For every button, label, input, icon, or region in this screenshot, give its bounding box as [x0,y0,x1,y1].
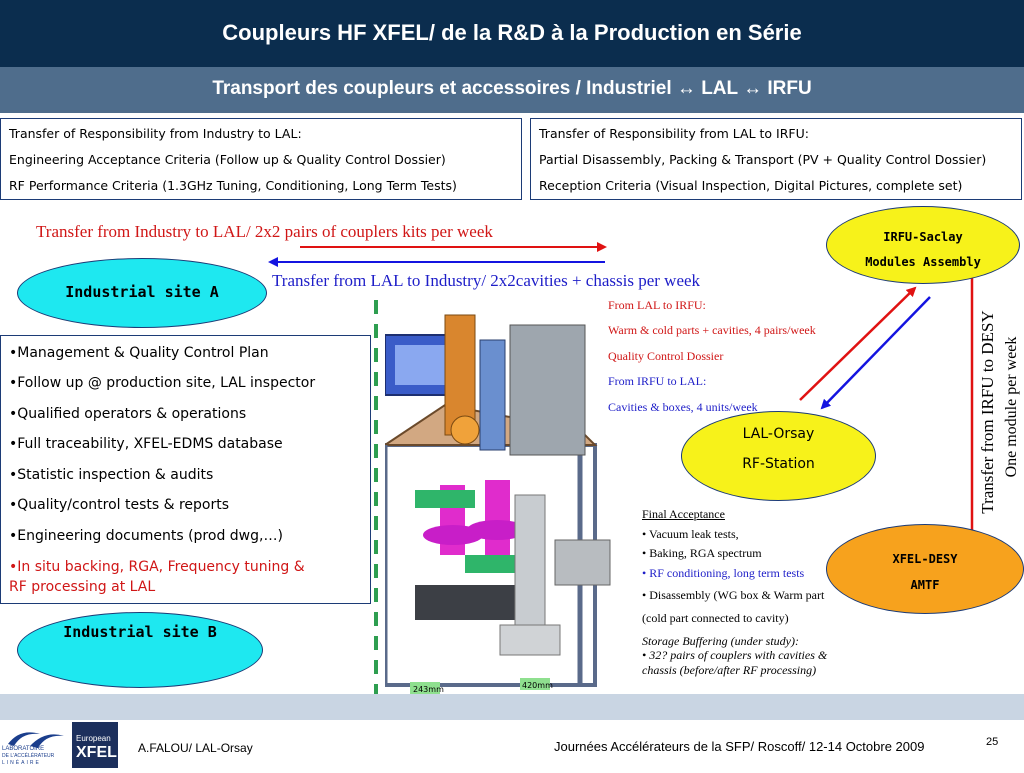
footer-bar [0,694,1024,720]
list-item: RF processing at LAL [9,579,156,595]
xfel-desy-node: XFEL-DESY AMTF [826,524,1024,614]
lal-logo-text: LABORATOIRE [2,746,45,752]
industry-to-lal-box: Transfer of Responsibility from Industry… [0,118,522,200]
industrial-site-b: Industrial site B [17,612,263,688]
acceptance-item: (cold part connected to cavity) [642,611,789,625]
lal-logo-text: DE L'ACCÉLÉRATEUR [2,753,55,759]
box-line: Engineering Acceptance Criteria (Follow … [9,152,446,167]
irfu-label-1: IRFU-Saclay [883,230,963,244]
note-line: Cavities & boxes, 4 units/week [608,400,758,414]
lal-label-1: LAL-Orsay [742,426,815,442]
xfel-label-1: XFEL-DESY [892,552,958,566]
box-line: Partial Disassembly, Packing & Transport… [539,152,987,167]
acceptance-item: • Vacuum leak tests, [642,527,739,541]
industrial-site-a: Industrial site A [17,258,267,328]
xfel-logo-text: XFEL [76,744,117,761]
irfu-to-desy-line-2: One module per week [1003,336,1020,478]
site-a-label: Industrial site A [65,283,219,301]
acceptance-item: • RF conditioning, long term tests [642,566,805,580]
arrow-irfu-to-lal [820,296,931,410]
note-line: From LAL to IRFU: [608,298,706,312]
lal-label-2: RF-Station [742,456,815,472]
list-item: •Quality/control tests & reports [9,497,230,513]
list-item: •Full traceability, XFEL-EDMS database [9,436,283,452]
management-list: •Management & Quality Control Plan •Foll… [0,335,371,604]
lal-orsay-node: LAL-Orsay RF-Station [681,411,876,501]
acceptance-item: • Disassembly (WG box & Warm part [642,588,825,602]
box-line: Transfer of Responsibility from LAL to I… [539,126,809,141]
lal-logo-mark [8,732,64,748]
dim-label-2: 420mm [522,681,553,690]
lal-to-industry-label: Transfer from LAL to Industry/ 2x2caviti… [272,271,701,290]
list-item: •Statistic inspection & audits [9,467,214,483]
list-item: •In situ backing, RGA, Frequency tuning … [9,559,305,575]
irfu-to-desy-line-1: Transfer from IRFU to DESY [978,310,997,514]
subtitle-bar: Transport des coupleurs et accessoires /… [0,67,1024,113]
acceptance-item: • Baking, RGA spectrum [642,546,762,560]
storage-line: chassis (before/after RF processing) [642,663,817,677]
dim-label-1: 243mm [413,685,444,694]
list-item: •Follow up @ production site, LAL inspec… [9,375,316,391]
note-line: Quality Control Dossier [608,349,724,363]
list-item: •Qualified operators & operations [9,406,247,422]
coupler-drawing: 243mm 420mm [385,314,611,694]
box-line: RF Performance Criteria (1.3GHz Tuning, … [9,178,457,193]
storage-line: • 32? pairs of couplers with cavities & [642,648,828,662]
lal-logo-text: LINÉAIRE [2,760,41,766]
list-item: •Engineering documents (prod dwg,…) [9,528,283,544]
xfel-logo: European XFEL [72,722,118,768]
irfu-saclay-node: IRFU-Saclay Modules Assembly [826,206,1020,284]
footer-author: A.FALOU/ LAL-Orsay [138,741,253,755]
page-title: Coupleurs HF XFEL/ de la R&D à la Produc… [222,20,802,45]
xfel-logo-text: European [76,734,111,743]
irfu-label-2: Modules Assembly [865,255,981,269]
note-line: Warm & cold parts + cavities, 4 pairs/we… [608,323,816,337]
title-bar: Coupleurs HF XFEL/ de la R&D à la Produc… [0,0,1024,67]
final-acceptance-title: Final Acceptance [642,507,725,521]
page-number: 25 [986,736,999,748]
box-line: Reception Criteria (Visual Inspection, D… [539,178,963,193]
industry-to-lal-label: Transfer from Industry to LAL/ 2x2 pairs… [36,222,493,241]
site-b-label: Industrial site B [63,623,217,641]
page-subtitle: Transport des coupleurs et accessoires /… [212,78,812,99]
footer-event: Journées Accélérateurs de la SFP/ Roscof… [554,739,925,754]
storage-title: Storage Buffering (under study): [642,634,799,648]
lal-logo: LABORATOIRE DE L'ACCÉLÉRATEUR LINÉAIRE [0,722,70,768]
xfel-label-2: AMTF [910,578,940,592]
list-item: •Management & Quality Control Plan [9,345,269,361]
note-line: From IRFU to LAL: [608,374,707,388]
box-line: Transfer of Responsibility from Industry… [9,126,302,141]
arrow-lal-to-irfu [799,286,917,401]
lal-to-irfu-box: Transfer of Responsibility from LAL to I… [530,118,1022,200]
